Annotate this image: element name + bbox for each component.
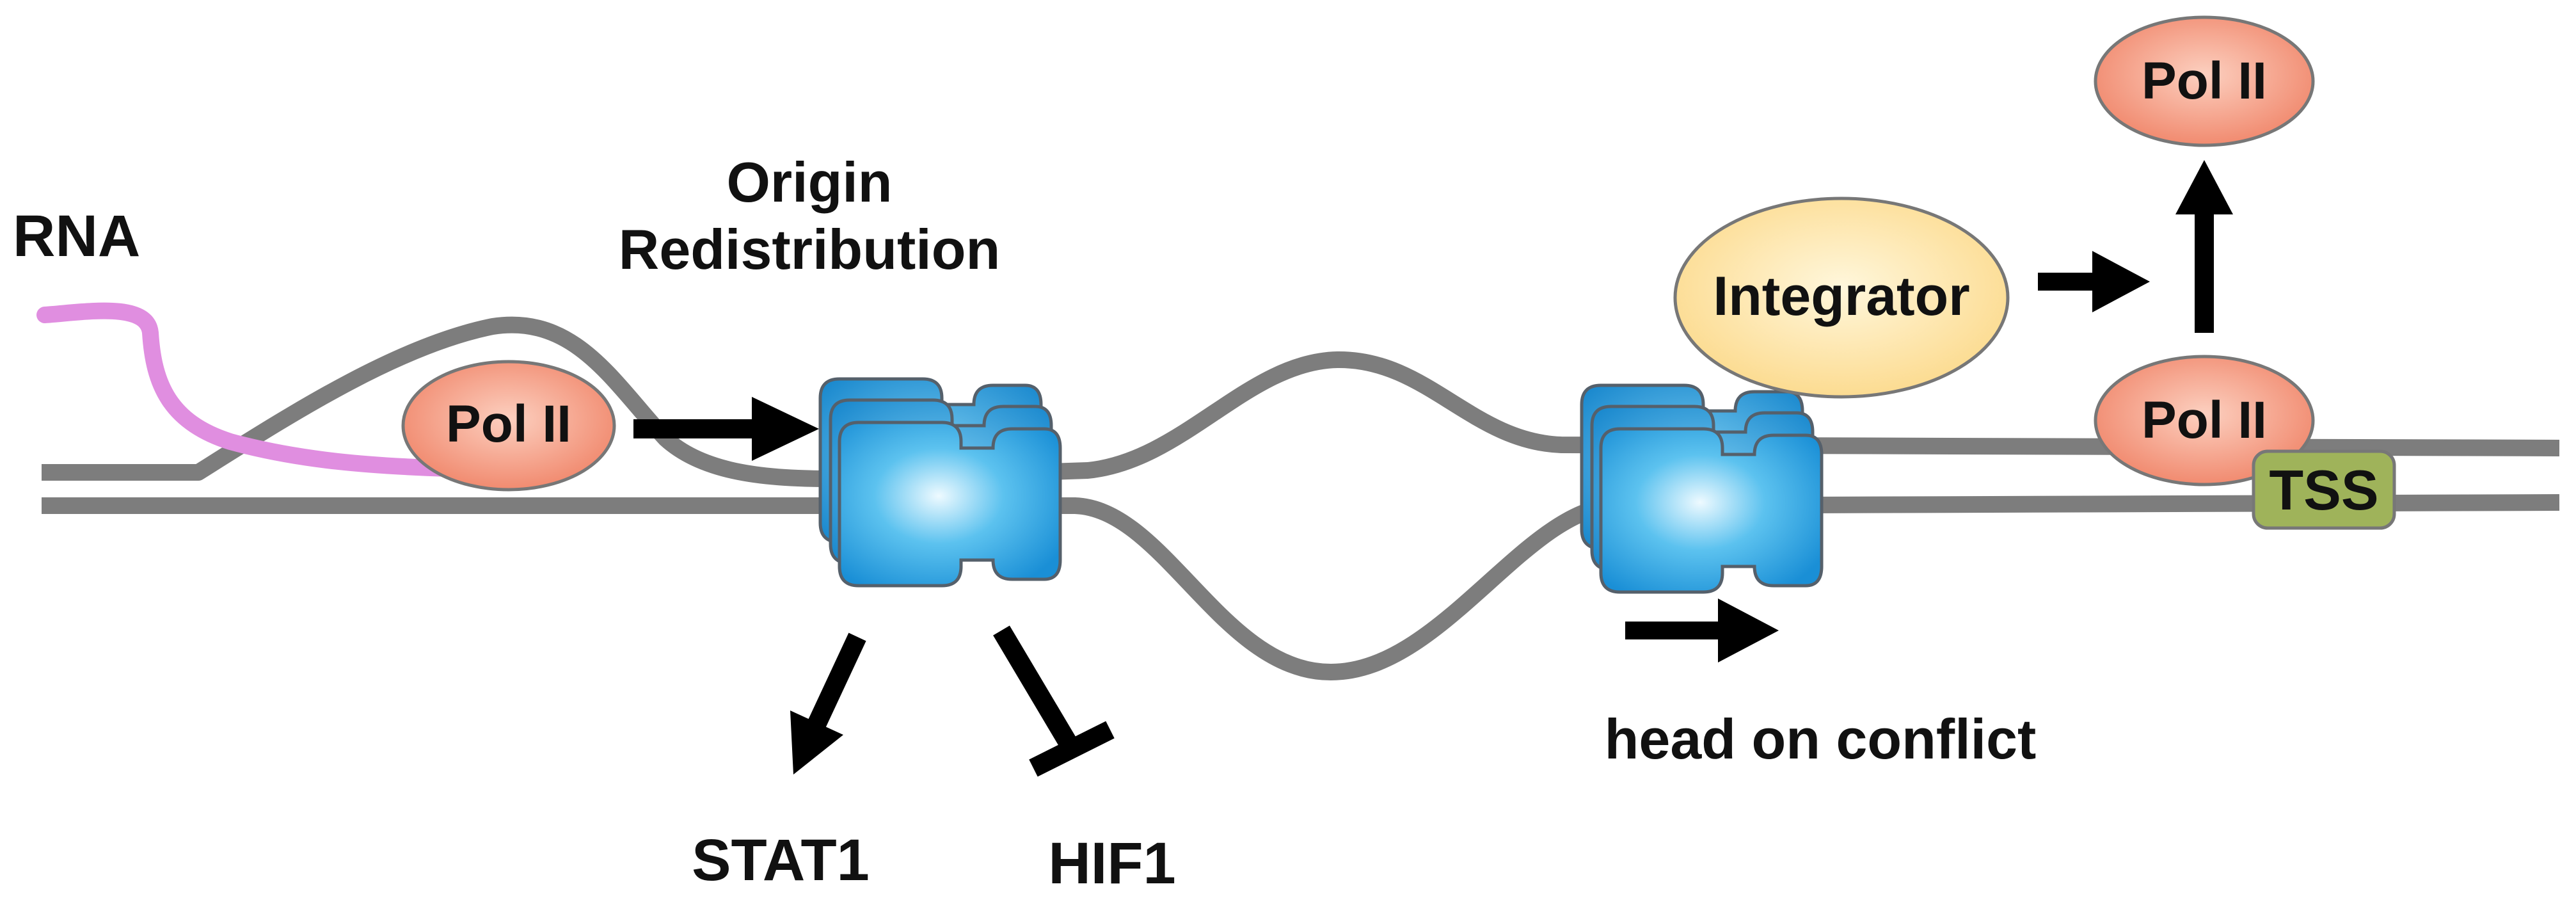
stat1-arrow-icon <box>790 632 866 775</box>
pol2-released-label: Pol II <box>2142 52 2267 110</box>
pol2-left: Pol II <box>401 360 616 492</box>
pol2-left-label: Pol II <box>446 395 571 453</box>
pol2-released: Pol II <box>2094 15 2315 147</box>
mcm-helicase-right-icon <box>1582 385 1822 592</box>
hif1-inhibition-icon <box>993 625 1115 777</box>
arrow-pol2-to-helicase-icon <box>633 397 819 461</box>
head-on-conflict-label: head on conflict <box>1605 707 2037 771</box>
origin-label-line2: Redistribution <box>619 218 1000 281</box>
hif1-label: HIF1 <box>1048 831 1175 896</box>
dna-strands <box>42 316 2560 680</box>
rna-label: RNA <box>13 204 140 269</box>
tss-box: TSS <box>2252 449 2396 530</box>
pol2-tss-label: Pol II <box>2142 391 2267 449</box>
origin-label-line1: Origin <box>726 150 892 214</box>
integrator-label: Integrator <box>1713 266 1969 327</box>
stat1-label: STAT1 <box>692 828 870 893</box>
tss-label: TSS <box>2269 458 2378 522</box>
rna-strand <box>36 302 456 477</box>
head-on-conflict-arrow-icon <box>1625 598 1779 662</box>
pol2-release-arrow-icon <box>2175 160 2233 333</box>
integrator: Integrator <box>1673 197 2010 399</box>
integrator-arrow-icon <box>2038 251 2150 312</box>
mcm-helicase-left-icon <box>820 379 1060 586</box>
